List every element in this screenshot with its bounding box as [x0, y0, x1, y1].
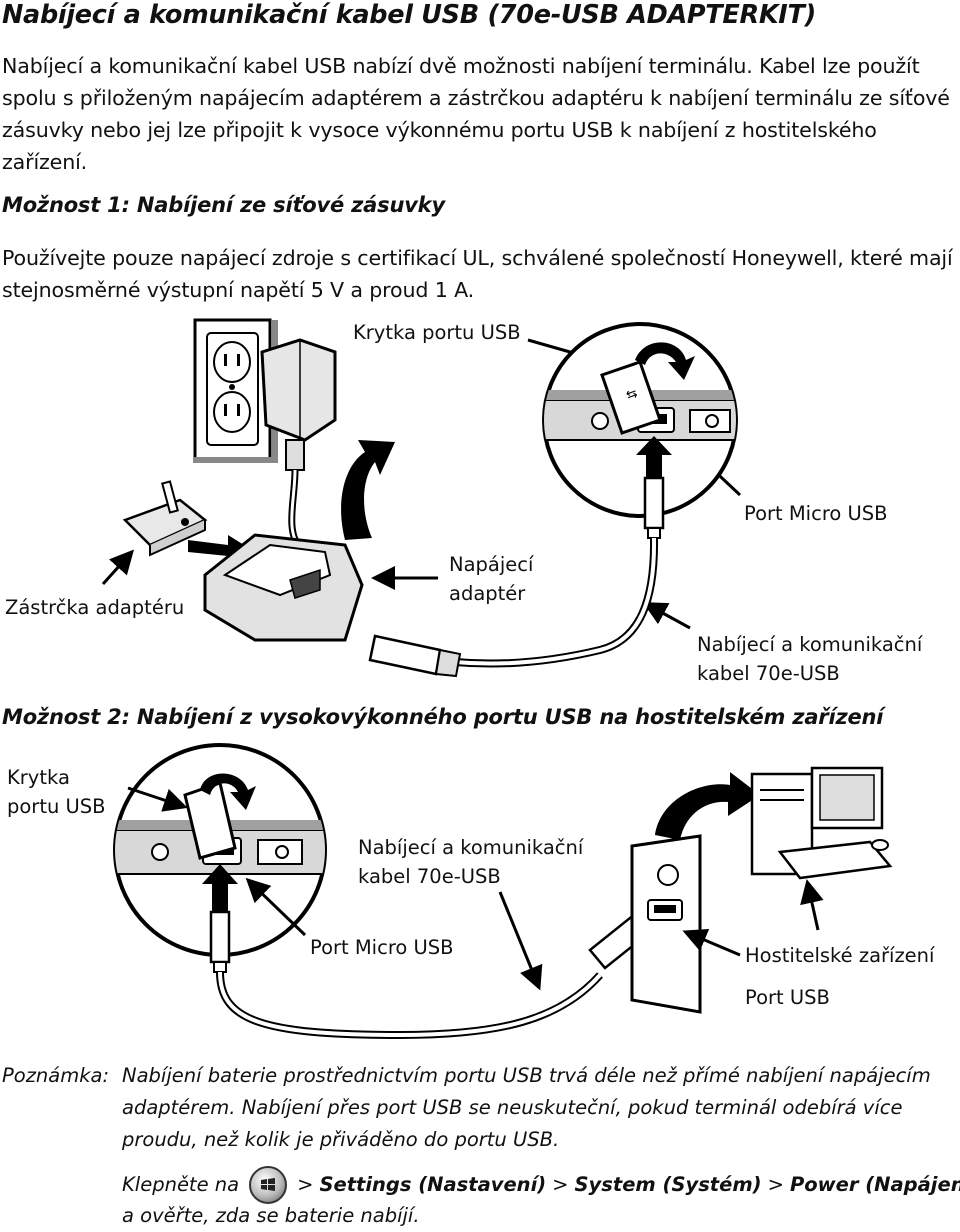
adapter-base-icon [203, 533, 364, 642]
usb-a-connector-icon-2 [588, 896, 670, 970]
usb-a-connector-icon [368, 634, 462, 678]
note-system: System (Systém) [574, 1173, 762, 1196]
curved-arrow-icon [341, 440, 395, 540]
label-plug: Zástrčka adaptéru [5, 596, 185, 619]
option1-heading: Možnost 1: Nabíjení ze síťové zásuvky [2, 193, 445, 217]
magnified-port-detail-2 [113, 743, 327, 957]
host-usb-panel-icon [630, 834, 702, 1014]
note-end: a ověřte, zda se baterie nabíjí. [122, 1204, 420, 1227]
magnified-port-detail: ⇆ [542, 322, 738, 518]
cable-option2 [216, 971, 603, 1040]
desktop-computer-icon [750, 766, 893, 880]
label-adapter-1: Napájecí [449, 553, 534, 576]
cable-pointer-arrow-2 [498, 891, 543, 991]
micro-usb-connector-icon [643, 476, 665, 539]
note-power: Power (Napájení) [789, 1173, 960, 1196]
note-sep2: > [552, 1173, 569, 1196]
label-micro-usb-2: Port Micro USB [310, 936, 454, 959]
note-instruction: Klepněte na > Settings (Nastavení) > Sys… [122, 1166, 960, 1204]
usb-port-pointer-arrow [682, 928, 741, 957]
micro-usb-connector-icon-2 [209, 910, 231, 964]
label-cap2-1: Krytka [7, 766, 70, 789]
cap-pointer-arrow-2 [127, 786, 188, 812]
label-usb-port: Port USB [745, 986, 830, 1009]
label-cable2-1: Nabíjecí a komunikační [358, 836, 584, 859]
label-cable2-2: kabel 70e-USB [358, 865, 501, 888]
label-cap2-2: portu USB [7, 795, 106, 818]
wall-outlet-icon [193, 318, 278, 463]
note-label: Poznámka: [2, 1064, 110, 1087]
intro-paragraph: Nabíjecí a komunikační kabel USB nabízí … [2, 54, 950, 174]
note-text: Nabíjení baterie prostřednictvím portu U… [122, 1064, 931, 1151]
adapter-plug-icon [122, 480, 208, 557]
insert-arrow-icon [188, 535, 252, 565]
micro-usb-pointer-arrow [685, 443, 742, 497]
cap-pointer-arrow [527, 338, 604, 367]
host-pointer-arrow [800, 879, 824, 931]
cable-pointer-arrow [642, 602, 691, 630]
option2-heading: Možnost 2: Nabíjení z vysokovýkonného po… [2, 705, 884, 729]
note-settings: Settings (Nastavení) [319, 1173, 547, 1196]
svg-text:⇆: ⇆ [624, 386, 639, 404]
micro-usb-pointer-arrow-2 [245, 877, 307, 937]
label-cable-2: kabel 70e-USB [697, 662, 840, 685]
label-usb-cap: Krytka portu USB [353, 321, 521, 344]
label-cable-1: Nabíjecí a komunikační [697, 633, 923, 656]
page-title: Nabíjecí a komunikační kabel USB (70e-US… [2, 0, 816, 30]
plug-pointer-arrow [101, 549, 135, 586]
power-adapter-brick-icon [260, 338, 337, 551]
curved-arrow-icon-2 [655, 772, 760, 840]
note-tap: Klepněte na [122, 1173, 240, 1196]
note-sep3: > [767, 1173, 784, 1196]
option1-text: Používejte pouze napájecí zdroje s certi… [2, 246, 953, 302]
windows-start-icon [249, 1166, 288, 1204]
label-host: Hostitelské zařízení [745, 944, 935, 967]
note-sep1: > [297, 1173, 314, 1196]
label-micro-usb: Port Micro USB [744, 502, 888, 525]
label-adapter-2: adaptér [449, 582, 526, 605]
